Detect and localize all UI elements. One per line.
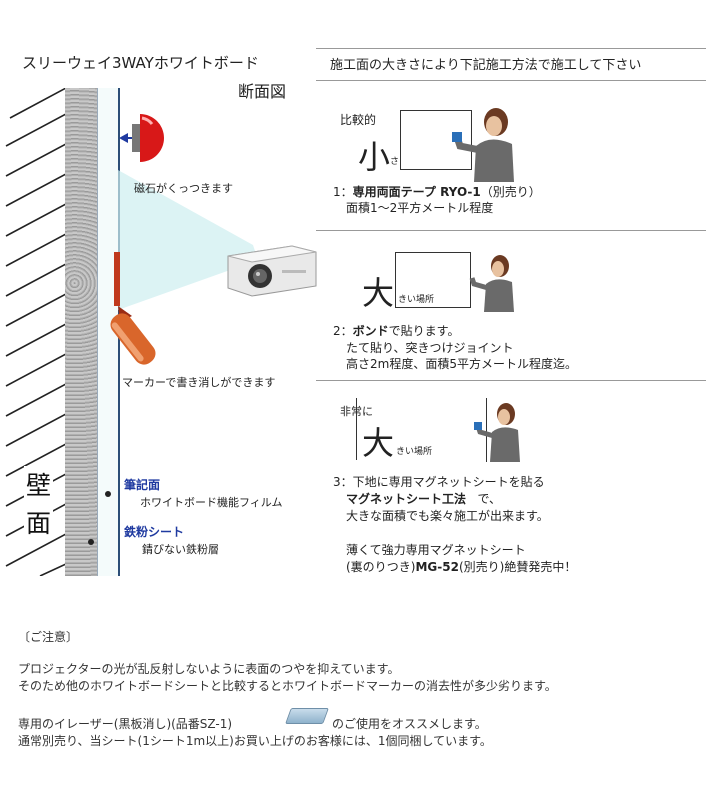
method-header: 施工面の大きさにより下記施工方法で施工して下さい (330, 58, 642, 73)
marker-label: マーカーで書き消しができます (122, 376, 276, 389)
notes-line2: そのため他のホワイトボードシートと比較するとホワイトボードマーカーの消去性が多少… (18, 679, 557, 693)
iron-title: 鉄粉シート (124, 525, 185, 539)
notes-heading: 〔ご注意〕 (18, 630, 79, 644)
projector-light-beam (118, 170, 258, 310)
method3-line3: 大きな面積でも楽々施工が出来ます。 (346, 509, 549, 523)
header-rule-top (316, 48, 706, 49)
notes-line3b: のご使用をオススメします。 (332, 717, 487, 731)
marker-icon (110, 252, 156, 365)
method1-size-char: 小 (358, 138, 391, 176)
method1-line2: 面積1～2平方メートル程度 (346, 201, 494, 215)
header-rule-bottom (316, 80, 706, 81)
method2-person-icon (469, 255, 514, 312)
magnet-label: 磁石がくっつきます (134, 182, 233, 195)
method2-line3: 高さ2m程度、面積5平方メートル程度迄。 (346, 357, 577, 371)
wall-char-1: 壁 (24, 466, 54, 502)
method2-size-char: 大 (362, 274, 395, 312)
notes-line4: 通常別売り、当シート(1シート1m以上)お買い上げのお客様には、1個同梱していま… (18, 734, 492, 748)
method3-line1: 3：下地に専用マグネットシートを貼る (333, 475, 545, 489)
diagram-title: スリーウェイ3WAYホワイトボード (22, 54, 259, 72)
method2-rule (316, 380, 706, 381)
projector-icon (227, 245, 317, 297)
wall-hatching (5, 88, 66, 576)
method2-line1: 2：ボンドで貼ります。 (333, 324, 460, 338)
method2-line2: たて貼り、突きつけジョイント (346, 341, 514, 355)
method3-line4: 薄くて強力専用マグネットシート (346, 543, 526, 557)
notes-line1: プロジェクターの光が乱反射しないように表面のつやを抑えています。 (18, 662, 400, 676)
notes-line3a: 専用のイレーザー(黒板消し)(品番SZ-1) (18, 717, 233, 731)
film-title: 筆記面 (124, 478, 161, 492)
method1-size-prefix: 比較的 (340, 113, 377, 127)
method3-size-char: 大 (362, 424, 395, 462)
label-pointers (105, 491, 111, 497)
diagram-subtitle: 断面図 (238, 82, 287, 101)
method3-line5: (裏のりつき)MG-52(別売り)絶賛発売中！ (346, 560, 577, 574)
method1-person-icon (452, 108, 514, 182)
method3-wall-line-left (356, 398, 357, 460)
wall-texture (65, 88, 98, 576)
eraser-icon (285, 708, 329, 724)
method3-place: きい場所 (396, 447, 433, 457)
film-desc: ホワイトボード機能フィルム (140, 496, 283, 509)
iron-pointer-dot (88, 539, 94, 545)
method1-line1: 1：専用両面テープ RYO-1（別売り） (333, 185, 541, 199)
method2-board (395, 252, 471, 308)
method3-line2: マグネットシート工法 で、 (346, 492, 501, 506)
method3-person-icon (474, 403, 520, 462)
method1-rule (316, 230, 706, 231)
iron-desc: 錆びない鉄粉層 (142, 543, 219, 556)
magnet-icon (119, 114, 164, 162)
method3-wall-line-right (486, 398, 487, 462)
method2-place: きい場所 (398, 295, 435, 305)
wall-char-2: 面 (24, 504, 54, 540)
